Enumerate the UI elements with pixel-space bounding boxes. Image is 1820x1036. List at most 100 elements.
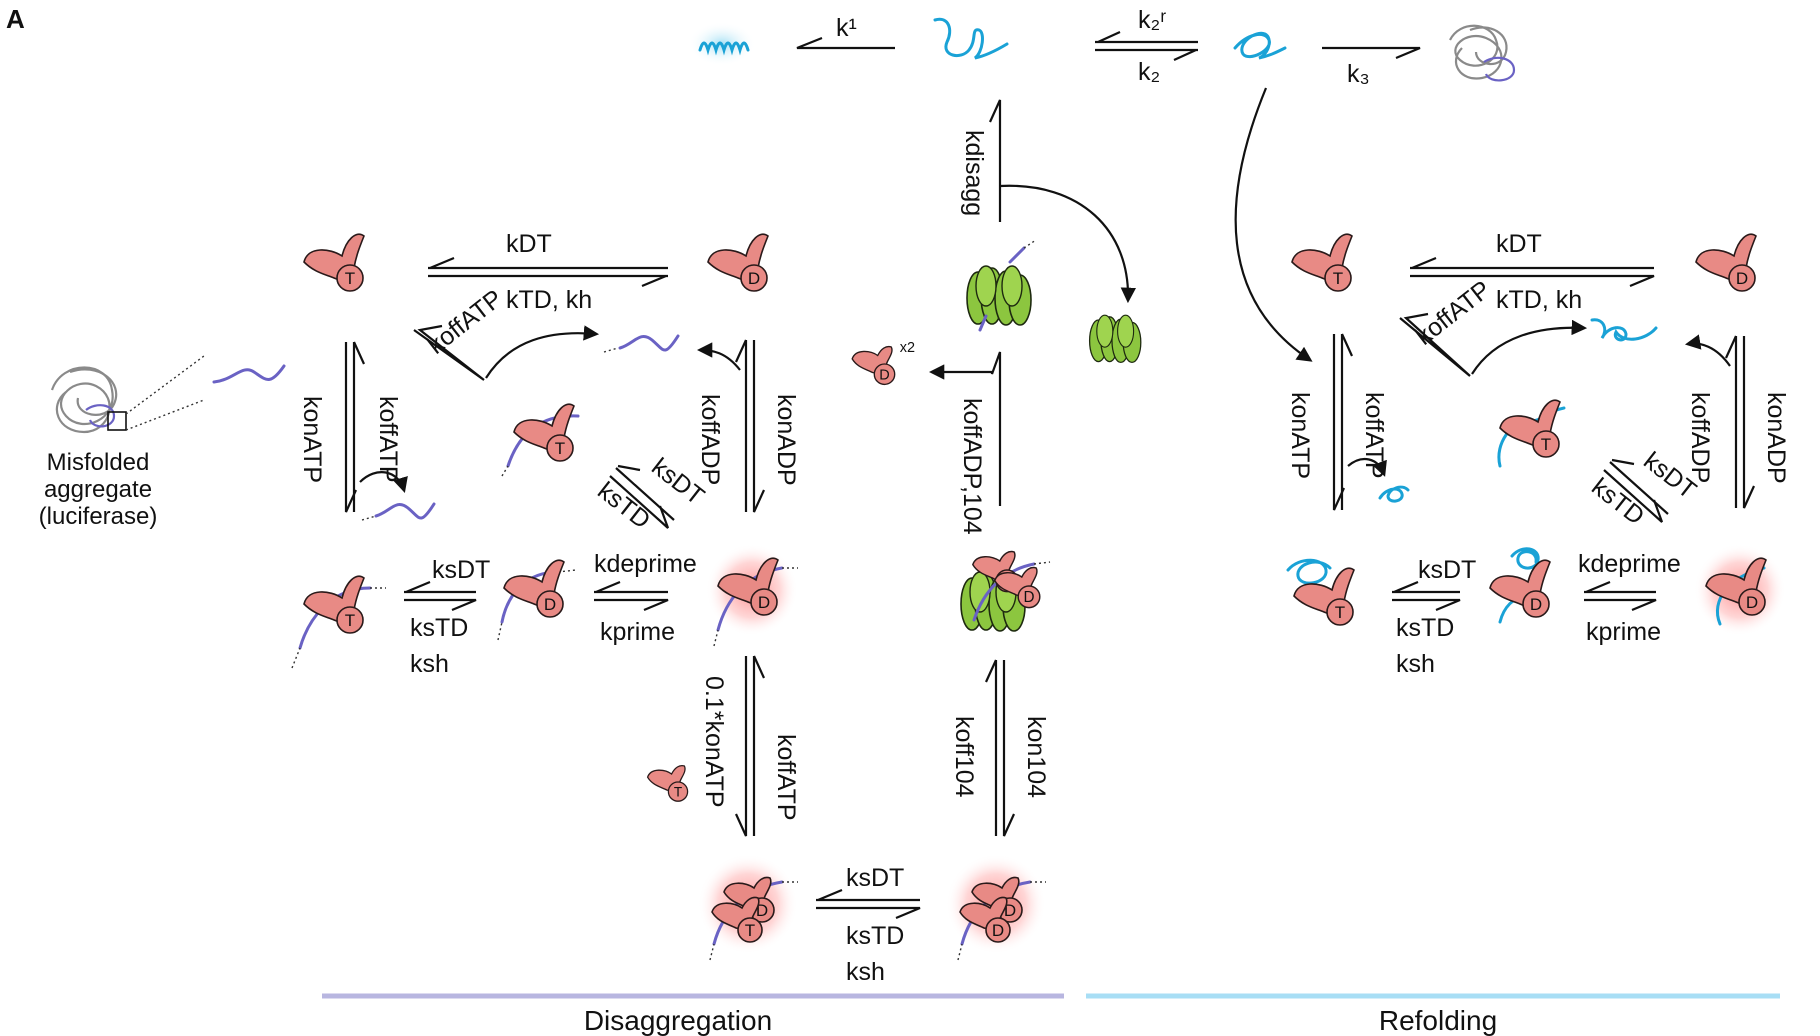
aggregate-caption: Misfolded aggregate (luciferase) [39, 449, 158, 530]
adp-letter: D [544, 595, 556, 614]
atp-vertical-lower: 0.1*konATP koffATP [700, 655, 800, 837]
konATP-left-label: konATP [298, 396, 326, 483]
ksh-refold-label: ksh [1396, 650, 1435, 678]
kon104-label: kon104 [1022, 716, 1050, 798]
released-substrate-left [374, 502, 436, 520]
ksTD-bottom-label: ksTD [846, 922, 904, 950]
koffATP-lower-label: koffATP [772, 734, 800, 821]
hsp70-adp-substrate-refold: D [1489, 547, 1551, 624]
koffATP-refold-label: koffATP [1360, 392, 1388, 479]
hsp104-hsp70-complex: D [960, 550, 1051, 632]
kTD-kh-refold-label: kTD, kh [1496, 286, 1582, 314]
hsp70-atp-bound-refold: T [1497, 399, 1566, 468]
ks-diagonal-mid: ksDT ksTD [592, 453, 709, 535]
atp-letter: T [345, 269, 355, 288]
ksTD-refold-label: ksTD [1396, 614, 1454, 642]
hsp104-free [1088, 314, 1142, 364]
aggregate-icon-top [1449, 24, 1516, 82]
released-substrate-top [618, 334, 680, 352]
hsp70-atp-small: T [646, 764, 689, 802]
prime-equilibrium-refold: kdeprime kprime [1578, 550, 1681, 646]
kTD-kh-label: kTD, kh [506, 286, 592, 314]
adp-letter: D [758, 593, 770, 612]
kDT-refold-label: kDT [1496, 230, 1542, 258]
section-disaggregation: Disaggregation [322, 993, 1064, 1036]
ksTD-diag-label: ksTD [592, 477, 655, 535]
hsp70-atp-substrate: T [291, 575, 386, 669]
hsp104-bound-top [966, 239, 1037, 332]
kDT-equilibrium-refold: kDT kTD, kh [1410, 230, 1655, 314]
extracted-substrate-left [212, 364, 286, 384]
hsp70-adp-substrate: D [497, 559, 577, 641]
hsp70-primed: D [706, 544, 798, 647]
konADP-label: konADP [772, 394, 800, 486]
unfolded-substrate [933, 17, 1009, 60]
ksDT-bottom-label: ksDT [846, 864, 904, 892]
ks-equilibrium-row2: ksDT ksTD ksh [404, 556, 490, 678]
refolded-substrate-small [1378, 485, 1410, 503]
k1-arrow: k¹ [796, 14, 895, 50]
hsp104-vertical: koff104 kon104 [950, 659, 1050, 837]
adp-letter: D [879, 367, 889, 383]
atp-letter: T [555, 439, 565, 458]
adp-letter: D [1004, 901, 1016, 920]
hsp70-atp-top: T [303, 233, 365, 292]
aggregate-caption-line3: (luciferase) [39, 503, 158, 530]
ks-equilibrium-refold: ksDT ksTD ksh [1392, 556, 1476, 678]
adp-letter: D [756, 901, 768, 920]
adp-vertical-refold: koffADP konADP [1684, 334, 1790, 509]
adp-letter: D [1530, 595, 1542, 614]
atp-letter: T [1335, 603, 1345, 622]
konADP-refold-label: konADP [1762, 392, 1790, 484]
atp-letter: T [745, 921, 755, 940]
hsp70-primed-refold: D [1694, 544, 1786, 636]
section-disaggregation-label: Disaggregation [584, 1005, 772, 1036]
atp-letter: T [1333, 269, 1343, 288]
koffATP-left-label: koffATP [374, 396, 402, 483]
ks-equilibrium-bottom: ksDT ksTD ksh [816, 864, 921, 986]
kDT-equilibrium-disagg: kDT kTD, kh [428, 230, 668, 314]
atp-vertical-refold: konATP koffATP [1286, 333, 1388, 511]
ksTD-label: ksTD [410, 614, 468, 642]
ksh-bottom-label: ksh [846, 958, 885, 986]
hsp70-atp-top-refold: T [1291, 233, 1353, 292]
section-refolding: Refolding [1086, 993, 1780, 1036]
panel-label: A [6, 4, 25, 34]
aggregate-caption-line2: aggregate [44, 476, 152, 503]
konATP-refold-label: konATP [1286, 392, 1314, 479]
prime-equilibrium: kdeprime kprime [594, 550, 697, 646]
ksh-label: ksh [410, 650, 449, 678]
hsp70-adp-release: D x2 [851, 340, 915, 386]
refold-entry-arrow [1234, 87, 1313, 362]
koff104-label: koff104 [950, 716, 978, 798]
hsp70-dimer-DD: D D [946, 854, 1046, 961]
adp-vertical-disagg: koffADP konADP [696, 339, 800, 513]
frac-konATP-label: 0.1*konATP [700, 676, 728, 808]
adp-letter: D [1746, 593, 1758, 612]
helix-species [688, 22, 756, 66]
hsp70-atp-bound-mid: T [501, 403, 580, 477]
adp-letter: D [748, 269, 760, 288]
k3-label: k₃ [1347, 60, 1370, 88]
kdeprime-label: kdeprime [594, 550, 697, 578]
ks-diagonal-refold: ksDT ksTD [1586, 447, 1701, 531]
released-substrate-refold-top [1590, 318, 1658, 342]
kprime-refold-label: kprime [1586, 618, 1661, 646]
koffADP-label: koffADP [696, 394, 724, 485]
intermediate-substrate [1233, 31, 1287, 60]
koffADP-refold-label: koffADP [1686, 392, 1714, 483]
multiplier-label: x2 [900, 340, 915, 356]
adp-letter: D [1023, 589, 1034, 606]
section-refolding-label: Refolding [1379, 1005, 1497, 1036]
adp-letter: D [992, 921, 1004, 940]
k2-label: k₂ [1138, 58, 1160, 86]
aggregate-caption-line1: Misfolded [47, 449, 150, 476]
kprime-label: kprime [600, 618, 675, 646]
kdisagg-arrow: kdisagg [960, 99, 1137, 304]
k2-equilibrium: k₂ʳ k₂ [1095, 6, 1198, 86]
kdisagg-label: kdisagg [960, 130, 988, 216]
koffADP104-label: koffADP,104 [958, 398, 986, 535]
hsp70-adp-top: D [707, 233, 769, 292]
k2r-label: k₂ʳ [1138, 6, 1166, 34]
kDT-label: kDT [506, 230, 552, 258]
